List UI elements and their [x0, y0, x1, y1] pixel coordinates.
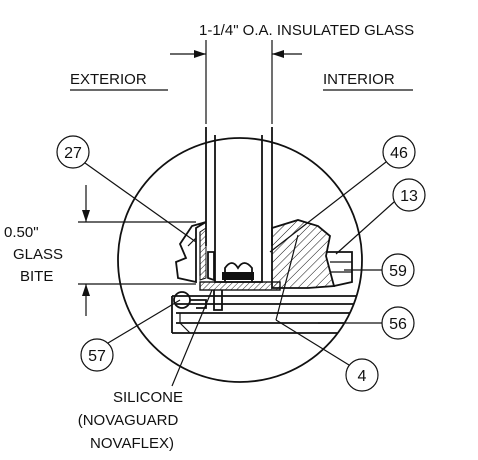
callout-4: 4: [275, 234, 379, 392]
glazing-bead: [271, 219, 336, 289]
glass-bite-value: 0.50": [4, 224, 39, 241]
svg-text:59: 59: [389, 263, 407, 280]
detail-circle: [117, 137, 363, 383]
glass-dimension-arrows: [170, 40, 302, 124]
svg-text:4: 4: [358, 368, 367, 385]
silicone-note-line3: NOVAFLEX): [90, 435, 174, 452]
setting-block: [199, 281, 281, 291]
svg-text:27: 27: [64, 145, 82, 162]
callout-27: 27: [56, 135, 197, 243]
glass-bite-label-line2: BITE: [20, 268, 53, 285]
section-detail: [171, 219, 362, 334]
glass-bite-label-line1: GLASS: [13, 246, 63, 263]
svg-text:57: 57: [88, 348, 106, 365]
callout-46: 46: [269, 135, 416, 253]
callout-13: 13: [335, 178, 426, 255]
ig-spacer: [214, 250, 263, 283]
silicone-note-line1: SILICONE: [113, 389, 183, 406]
exterior-stop: [175, 221, 207, 284]
silicone-leader: [171, 289, 213, 387]
callout-56: 56: [318, 306, 415, 340]
callout-59: 59: [344, 253, 415, 287]
callout-57: 57: [80, 299, 181, 372]
frame-sill: [171, 295, 362, 334]
silicone-note-line2: (NOVAGUARD: [78, 412, 179, 429]
svg-text:13: 13: [400, 188, 418, 205]
svg-text:56: 56: [389, 316, 407, 333]
interior-label: INTERIOR: [323, 71, 395, 88]
svg-text:46: 46: [390, 145, 408, 162]
exterior-label: EXTERIOR: [70, 71, 147, 88]
glass-lites: [205, 127, 273, 250]
glass-dimension-label: 1-1/4" O.A. INSULATED GLASS: [199, 22, 414, 39]
glass-bite-dimension: [78, 185, 196, 316]
